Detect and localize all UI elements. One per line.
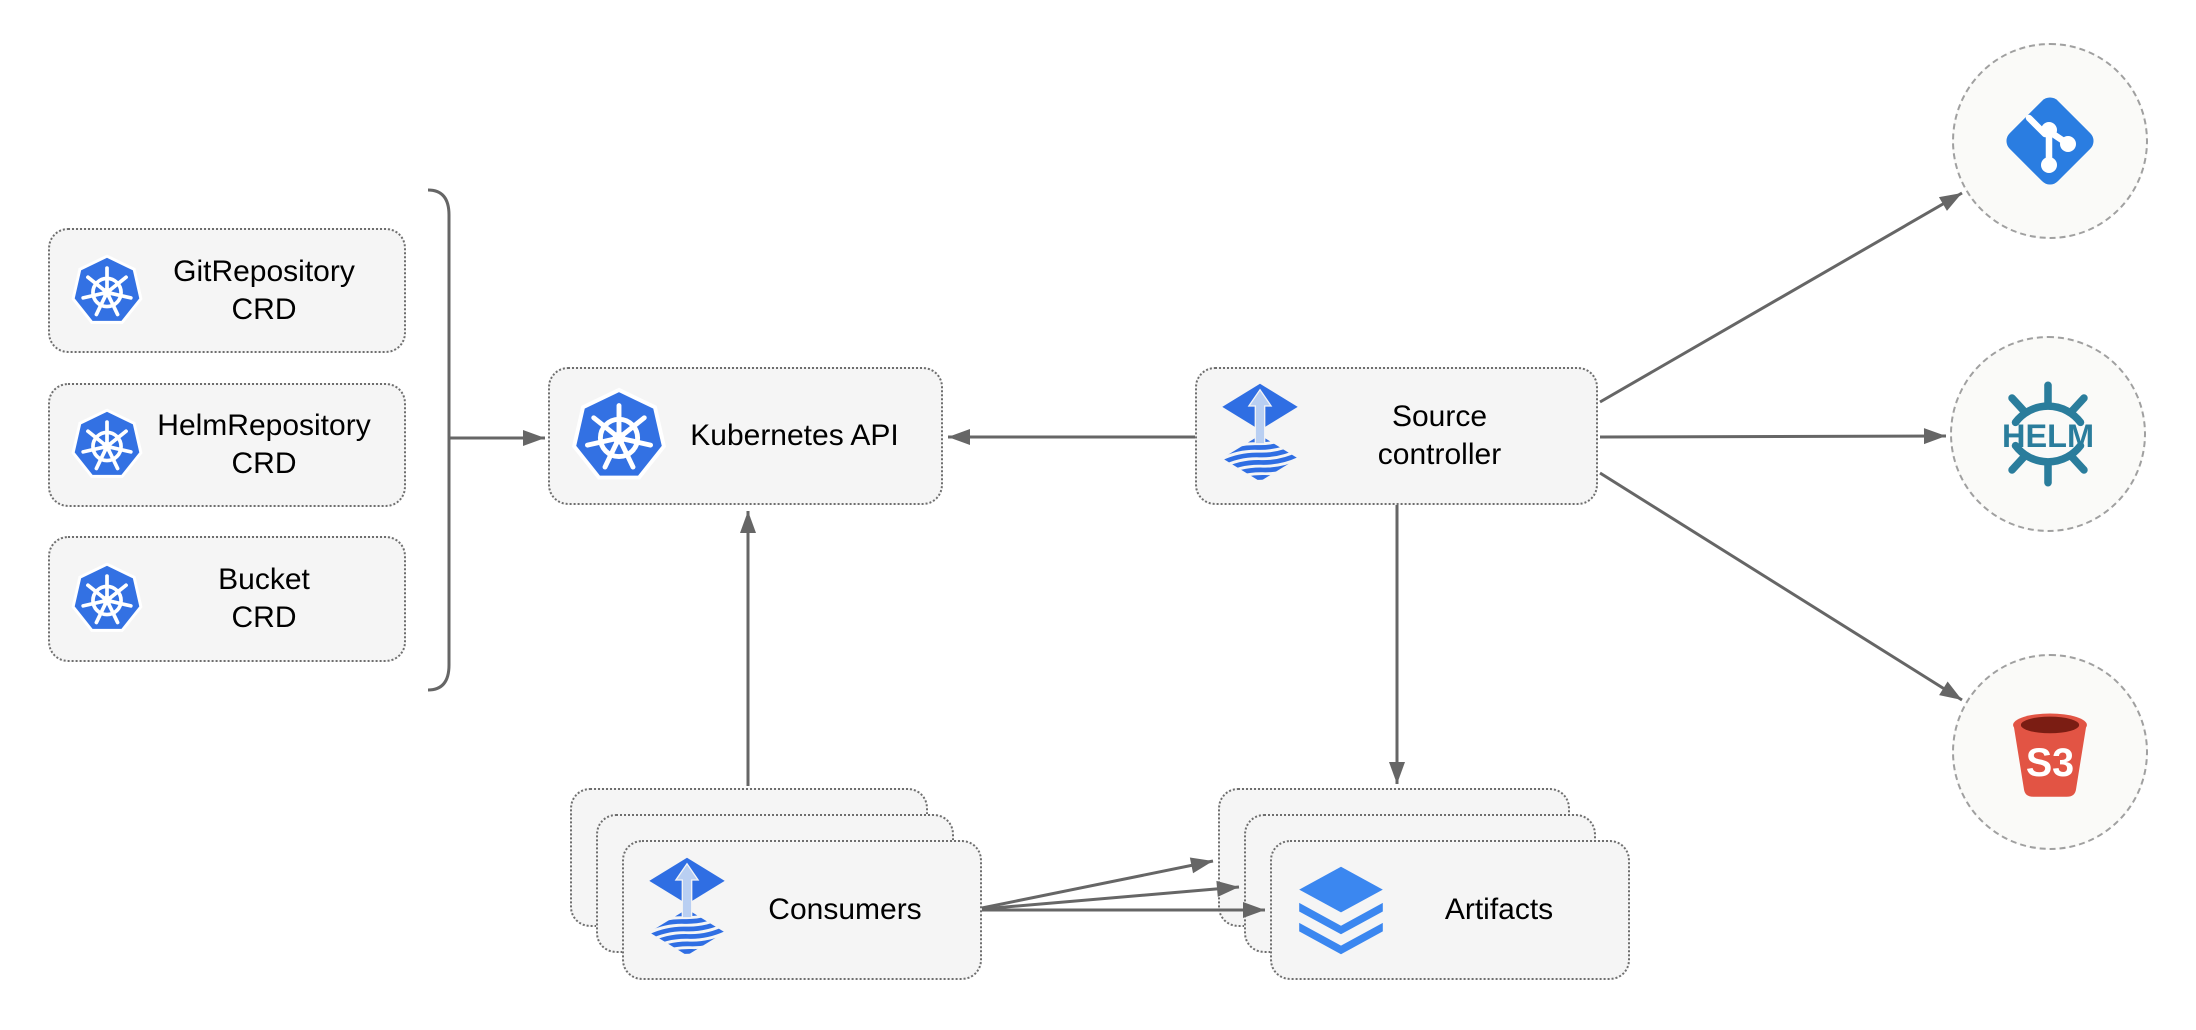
edge-source-to-git <box>1599 191 1963 404</box>
node-label-line2: controller <box>1377 438 1502 471</box>
node-label-line1: Bucket <box>218 563 310 596</box>
edge-consumers-to-artifacts-2 <box>981 880 1240 911</box>
node-bucket-crd: Bucket CRD <box>48 536 406 662</box>
node-label: Source controller <box>1303 398 1576 474</box>
node-label: HelmRepository CRD <box>144 407 384 483</box>
git-icon <box>2006 97 2094 185</box>
node-label-line1: GitRepository <box>173 254 355 288</box>
kubernetes-icon <box>71 408 143 479</box>
node-label-line2: CRD <box>231 601 297 634</box>
node-label: Kubernetes API <box>690 419 899 452</box>
circle-s3: S3 <box>1952 654 2148 850</box>
kubernetes-icon <box>71 562 143 633</box>
node-kubernetes-api: Kubernetes API <box>548 367 943 505</box>
node-gitrepository-crd: GitRepository CRD <box>48 228 406 353</box>
node-label: Consumers <box>768 893 922 926</box>
node-label-line1: HelmRepository <box>157 409 371 442</box>
node-label-line2: CRD <box>231 292 297 326</box>
node-helmrepository-crd: HelmRepository CRD <box>48 383 406 507</box>
node-label-line1: Source <box>1391 400 1488 433</box>
node-label: Bucket CRD <box>144 561 384 637</box>
flux-icon <box>644 856 730 964</box>
flux-icon <box>1217 382 1303 490</box>
s3-label: S3 <box>2026 741 2074 785</box>
node-label-line2: CRD <box>231 447 297 480</box>
edge-source-to-s3 <box>1599 471 1963 702</box>
helm-icon: HELM <box>2002 381 2094 487</box>
edge-source-to-helm <box>1599 428 1947 445</box>
kubernetes-icon <box>71 253 143 324</box>
node-source-controller: Source controller <box>1195 367 1598 505</box>
s3-bucket-icon: S3 <box>2013 713 2087 797</box>
crd-bracket <box>427 188 451 692</box>
edge-consumers-to-artifacts-1 <box>981 857 1214 910</box>
circle-git <box>1952 43 2148 239</box>
layers-icon <box>1299 866 1383 954</box>
node-label: GitRepository CRD <box>144 253 384 329</box>
circle-helm: HELM <box>1950 336 2146 532</box>
node-consumers: Consumers <box>622 840 982 980</box>
node-label: Artifacts <box>1444 893 1554 926</box>
node-artifacts: Artifacts <box>1270 840 1630 980</box>
kubernetes-icon <box>570 387 668 485</box>
helm-label: HELM <box>2002 418 2094 454</box>
